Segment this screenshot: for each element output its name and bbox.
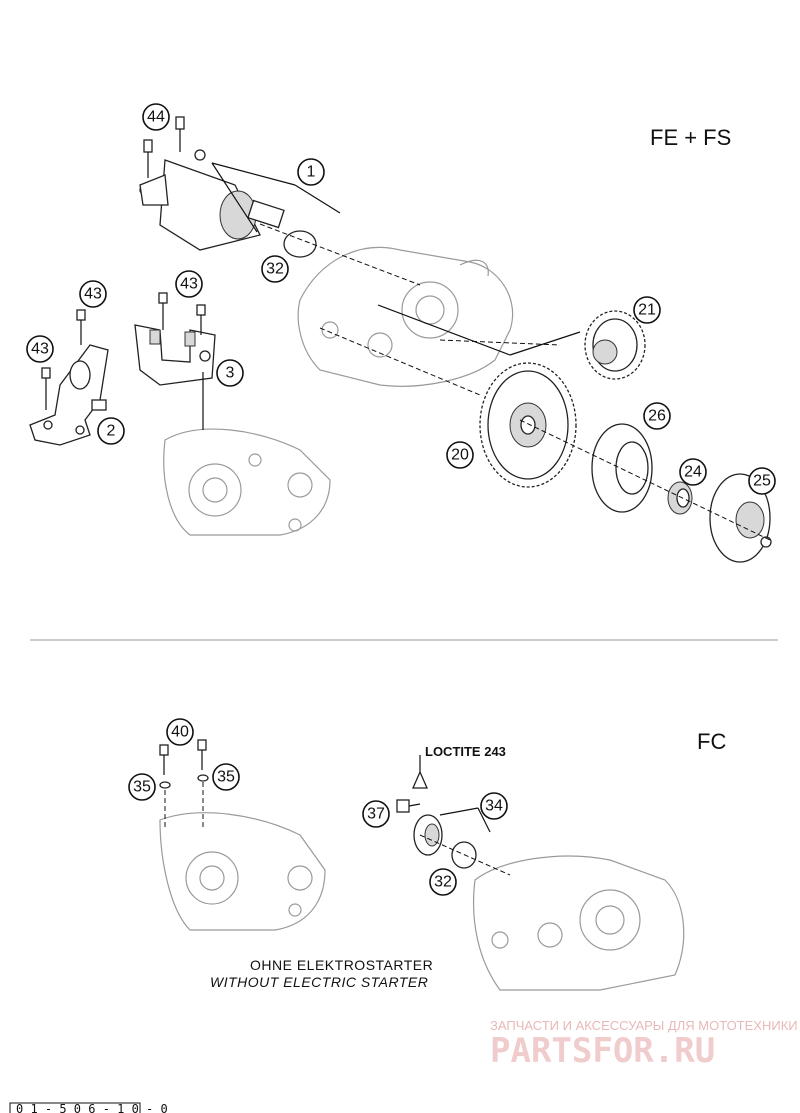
bolt-43b <box>158 292 168 330</box>
callout-34: 34 <box>480 792 508 820</box>
gear-21 <box>584 310 646 380</box>
crankcase-outline-bottom-right <box>472 855 685 991</box>
cover-34 <box>413 814 443 856</box>
callout-35-right: 35 <box>212 763 240 791</box>
callout-20: 20 <box>446 441 474 469</box>
callout-43-mid: 43 <box>175 270 203 298</box>
bolt-44b <box>175 116 185 152</box>
caption-german: OHNE ELEKTROSTARTER <box>250 957 433 973</box>
washer-35a <box>159 781 171 789</box>
bolt-43a-left <box>41 367 51 410</box>
variant-label-fc: FC <box>697 729 726 754</box>
variant-label-fe-fs: FE + FS <box>650 125 731 150</box>
svg-text:26: 26 <box>648 408 666 425</box>
svg-text:24: 24 <box>684 464 702 481</box>
svg-text:21: 21 <box>638 302 656 319</box>
bolt-44a <box>143 139 153 178</box>
callout-32-top: 32 <box>261 255 289 283</box>
bolt-43a-right <box>76 309 86 345</box>
svg-text:34: 34 <box>485 798 503 815</box>
svg-text:37: 37 <box>367 806 385 823</box>
callout-1: 1 <box>297 158 325 186</box>
callout-44: 44 <box>142 103 170 131</box>
callout-43-top: 43 <box>79 280 107 308</box>
callout-43-left: 43 <box>26 335 54 363</box>
leader-lines-top <box>202 162 771 541</box>
plug-screw-37 <box>396 799 421 813</box>
footer-code: 0 1 - 5 0 6 - 1 0 - 0 <box>16 1102 168 1113</box>
o-ring-32-top <box>283 230 317 258</box>
bolt-43c <box>196 304 206 335</box>
crankcase-outline-top <box>297 246 514 387</box>
callout-2: 2 <box>97 417 125 445</box>
watermark-logo: PARTSFOR.RU <box>490 1031 715 1071</box>
callout-21: 21 <box>633 296 661 324</box>
svg-text:32: 32 <box>266 261 284 278</box>
bracket-2 <box>29 344 109 446</box>
starter-gear-25 <box>709 473 772 563</box>
callout-25: 25 <box>748 467 776 495</box>
loctite-note: LOCTITE 243 <box>425 744 506 759</box>
svg-text:2: 2 <box>107 423 116 440</box>
loctite-drop-icon <box>412 770 428 789</box>
callout-24: 24 <box>679 458 707 486</box>
svg-text:32: 32 <box>434 874 452 891</box>
callout-35-left: 35 <box>128 773 156 801</box>
svg-text:43: 43 <box>31 341 49 358</box>
svg-text:35: 35 <box>217 769 235 786</box>
svg-text:44: 44 <box>147 109 165 126</box>
svg-text:25: 25 <box>753 473 771 490</box>
crankcase-outline-left <box>163 428 331 536</box>
bolt-40b <box>197 739 207 770</box>
caption-english: WITHOUT ELECTRIC STARTER <box>210 974 428 990</box>
callout-40: 40 <box>166 718 194 746</box>
gear-20 <box>479 362 577 488</box>
bracket-3 <box>134 324 216 386</box>
leader-lines-bottom <box>419 807 511 876</box>
bolt-40a <box>159 744 169 775</box>
needle-bearing-24 <box>667 481 693 515</box>
svg-text:35: 35 <box>133 779 151 796</box>
svg-text:40: 40 <box>171 724 189 741</box>
callout-37: 37 <box>362 800 390 828</box>
starter-motor <box>139 149 285 251</box>
svg-text:43: 43 <box>84 286 102 303</box>
callout-26: 26 <box>643 402 671 430</box>
svg-text:43: 43 <box>180 276 198 293</box>
washer-35b <box>197 774 209 782</box>
freewheel-26 <box>591 423 653 513</box>
svg-text:20: 20 <box>451 447 469 464</box>
callout-32-bottom: 32 <box>429 868 457 896</box>
svg-text:1: 1 <box>307 164 316 181</box>
crankcase-outline-bottom-left <box>159 812 326 931</box>
svg-text:3: 3 <box>226 365 235 382</box>
callout-3: 3 <box>216 359 244 387</box>
footer-code-box <box>9 1102 141 1113</box>
watermark-tagline: ЗАПЧАСТИ И АКСЕССУАРЫ ДЛЯ МОТОТЕХНИКИ <box>490 1018 798 1033</box>
